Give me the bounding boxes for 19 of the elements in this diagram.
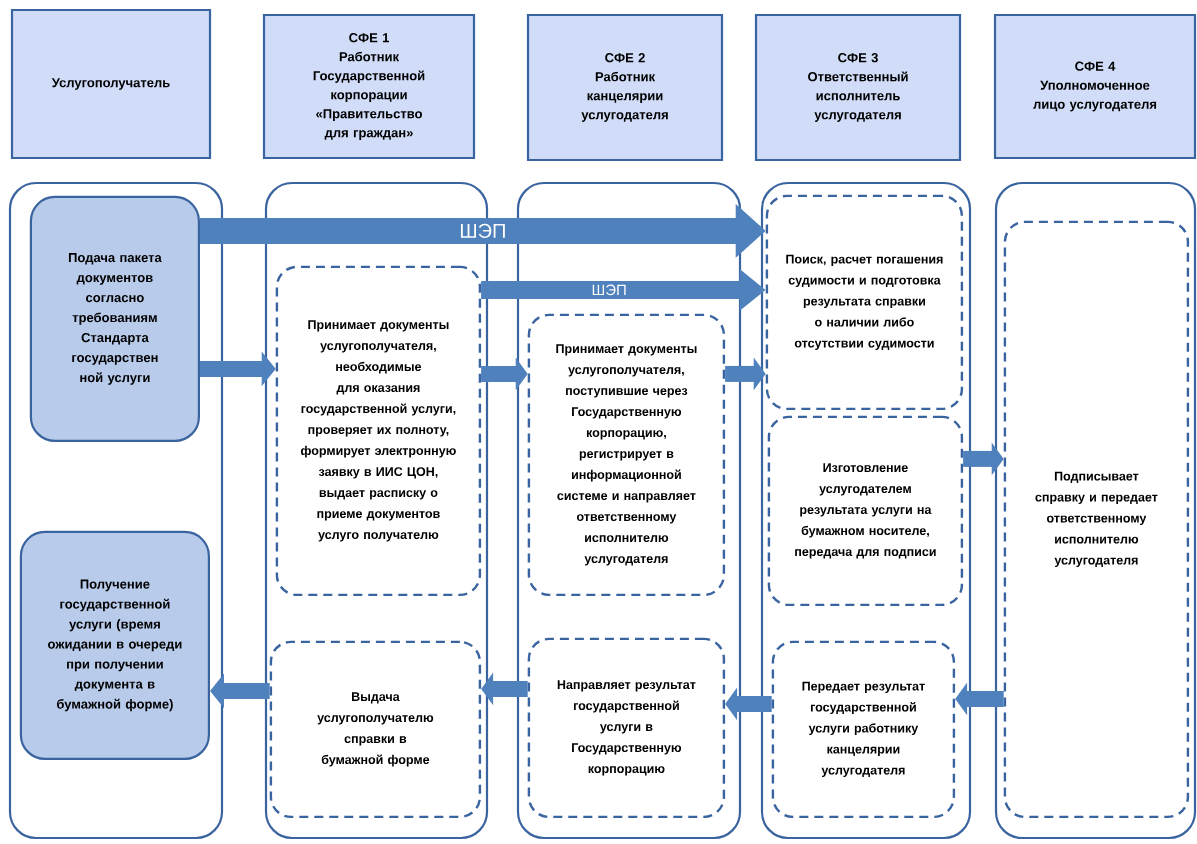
header-box: СФЕ 3 Ответственный исполнитель услугодателя	[754, 13, 962, 162]
process-box: Передает результат государственной услуги работнику канцелярии услугодателя	[771, 640, 956, 819]
process-box: Изготовление услугодателем результата услуги на бумажном носителе, передача для подписи	[767, 415, 964, 607]
header-box: СФЕ 2 Работник канцелярии услугодателя	[526, 13, 724, 162]
header-box: СФЕ 4 Уполномоченное лицо услугодателя	[993, 13, 1197, 160]
process-box: Подписывает справку и передает ответственному исполнителю услугодателя	[1003, 220, 1190, 819]
process-box: Подача пакета документов согласно требованиям Стандарта государствен ной услуги	[29, 195, 200, 442]
process-box: Направляет результат государственной услуги в Государственную корпорацию	[527, 637, 726, 819]
process-box: Принимает документы услугополучателя, поступившие через Государственную корпорацию, регистрирует в информационной системе и направляет ответственному исполнителю услугодателя	[527, 313, 726, 597]
process-box: Принимает документы услугополучателя, необходимые для оказания государственной услуги, проверяет их полноту, формирует электронную заявку в ИИС ЦОН, выдает расписку о приеме документов услуго получателю	[275, 265, 482, 597]
swimlane	[994, 181, 1197, 840]
swimlane	[8, 181, 224, 840]
process-box: Выдача услугополучателю справки в бумажной форме	[269, 640, 482, 819]
header-box: Услугополучатель	[10, 8, 212, 160]
header-box: СФЕ 1 Работник Государственной корпорации «Правительство для граждан»	[262, 13, 476, 160]
process-box: Получение государственной услуги (время ожидании в очереди при получении документа в бумажной форме)	[19, 530, 210, 760]
process-box: Поиск, расчет погашения судимости и подготовка результата справки о наличии либо отсутствии судимости	[765, 194, 964, 411]
swimlane	[760, 181, 972, 840]
swimlane	[516, 181, 742, 840]
